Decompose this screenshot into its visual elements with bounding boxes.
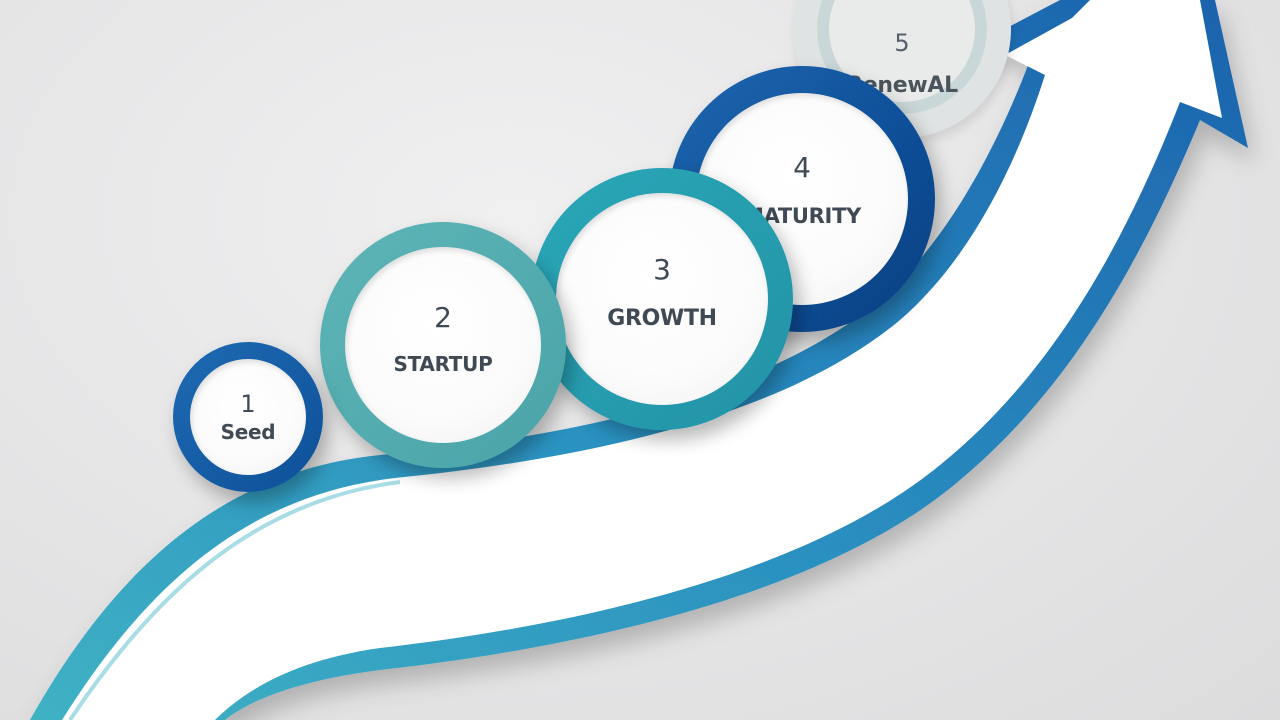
stage-4-number: 4 xyxy=(793,150,811,184)
stage-2-inner: 2 STARTUP xyxy=(345,247,541,443)
stage-3-number: 3 xyxy=(653,253,671,286)
stage-2-startup: 2 STARTUP xyxy=(320,222,566,468)
stage-3-growth: 3 GROWTH xyxy=(531,168,793,430)
stage-1-label: Seed xyxy=(220,420,276,444)
stage-1-seed: 1 Seed xyxy=(173,342,323,492)
arrow-body xyxy=(62,0,1222,720)
stage-4-label: MATURITY xyxy=(742,203,861,228)
stage-5-number: 5 xyxy=(894,29,910,57)
stage-2-number: 2 xyxy=(434,301,452,334)
stage-3-inner: 3 GROWTH xyxy=(556,193,768,405)
arrow-highlight xyxy=(68,480,401,720)
stage-3-label: GROWTH xyxy=(607,306,717,331)
stage-2-label: STARTUP xyxy=(393,352,493,376)
stage-1-number: 1 xyxy=(240,390,256,418)
stage-1-inner: 1 Seed xyxy=(190,359,306,475)
